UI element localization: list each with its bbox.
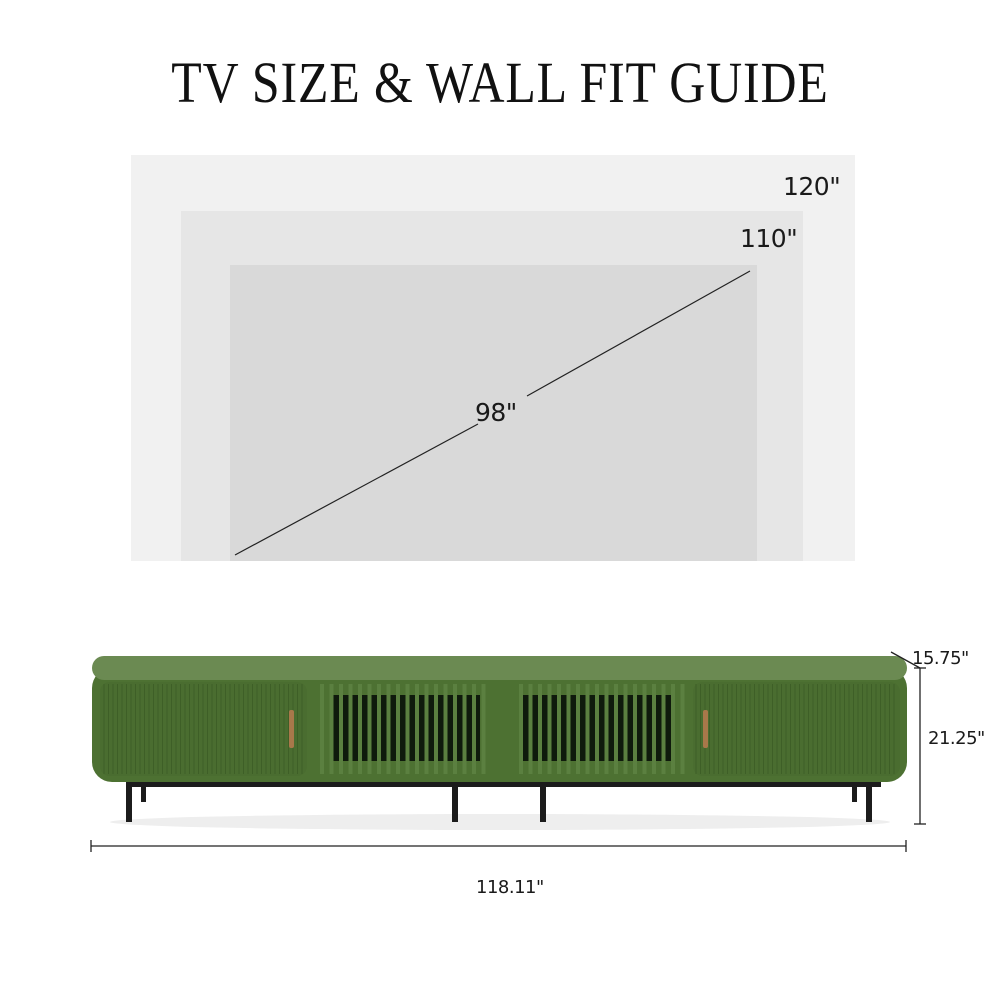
tv-98-diagonal: [526, 270, 751, 397]
height-dimension-line: [914, 667, 926, 825]
height-label: 21.25": [928, 728, 985, 749]
tv-98-outline: [230, 265, 757, 561]
width-dimension-line: [90, 840, 907, 852]
left-door-handle: [289, 710, 294, 748]
tv-110-label: 110": [740, 224, 798, 253]
stand-top: [92, 656, 907, 680]
depth-label: 15.75": [912, 648, 969, 669]
page-title: TV SIZE & WALL FIT GUIDE: [171, 50, 829, 115]
width-label: 118.11": [476, 877, 544, 898]
tv-98-diagonal: [234, 423, 479, 556]
tv-98-label: 98": [475, 398, 517, 427]
stand-legs: [126, 780, 881, 822]
tv-120-label: 120": [783, 172, 841, 201]
depth-dimension-line: [890, 651, 921, 669]
right-door-handle: [703, 710, 708, 748]
right-door-fluting: [693, 682, 900, 776]
